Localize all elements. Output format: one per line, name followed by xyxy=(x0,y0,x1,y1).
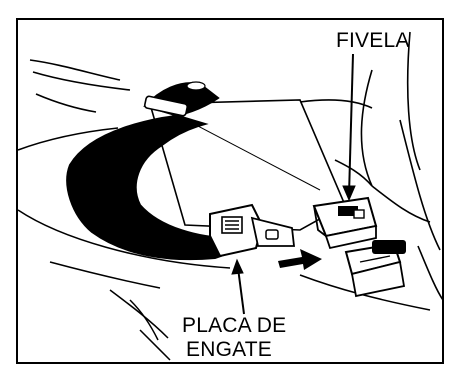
pointer-arrow-icon xyxy=(231,258,245,315)
arrow-right-icon xyxy=(278,249,322,270)
belt-slider xyxy=(143,81,206,117)
belt-webbing xyxy=(66,82,234,261)
buckle-lower xyxy=(344,240,406,298)
seat-outline-right xyxy=(299,31,444,301)
diagram-frame xyxy=(16,18,444,364)
seat-base-lines xyxy=(17,209,431,361)
latch-plate-label-line1: PLACA DE xyxy=(182,314,287,337)
buckle xyxy=(312,196,378,250)
latch-plate-label-line2: ENGATE xyxy=(186,338,272,361)
latch-plate xyxy=(209,203,296,258)
pointer-arrow-icon xyxy=(342,53,356,202)
buckle-label: FIVELA xyxy=(336,29,410,52)
seat-outline-left xyxy=(17,59,131,151)
